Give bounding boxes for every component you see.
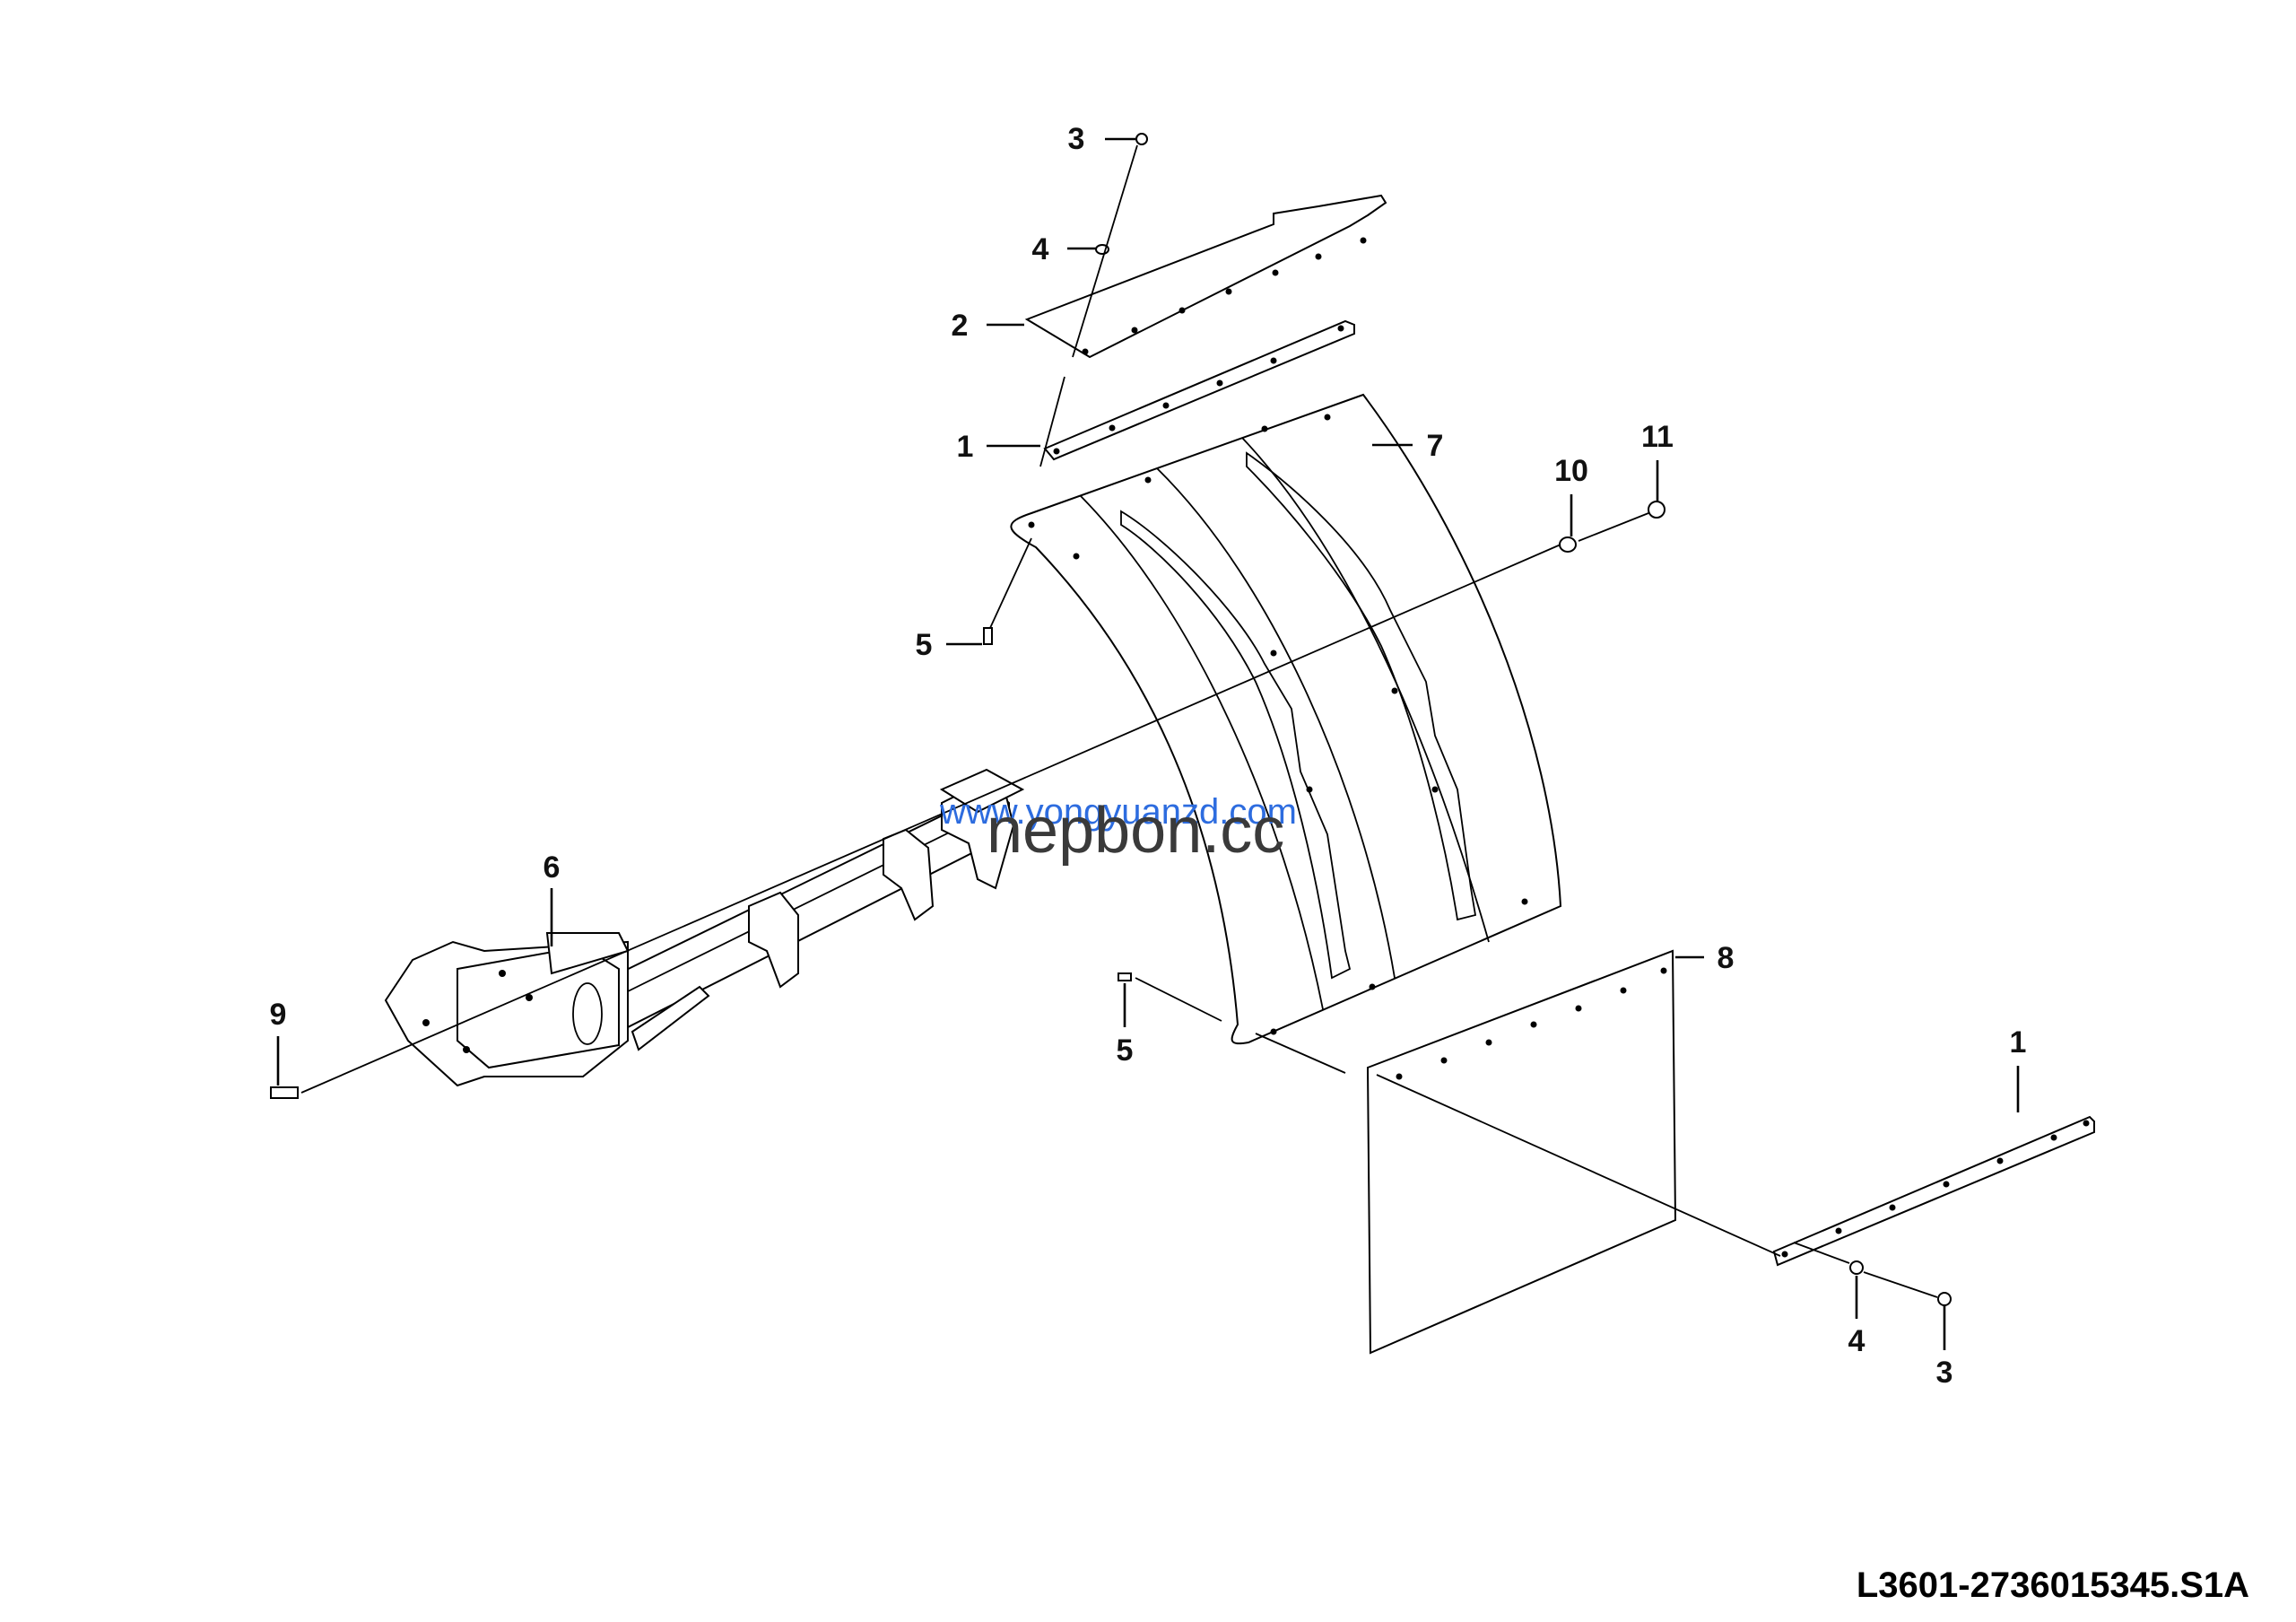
callout-3-top: 3 [1068, 122, 1085, 156]
top-plate [1024, 194, 1387, 359]
watermark-primary: nepbon.cc [987, 795, 1284, 867]
leader-lines [276, 137, 2020, 1350]
callout-9: 9 [270, 998, 287, 1032]
callout-labels: 3 4 2 1 7 10 11 5 6 9 8 5 1 4 3 [270, 122, 2027, 1390]
callout-6: 6 [544, 850, 561, 885]
callout-10: 10 [1554, 454, 1588, 488]
hardware [270, 133, 1952, 1306]
callout-11: 11 [1641, 420, 1674, 454]
callout-7: 7 [1427, 429, 1444, 463]
lower-strip [1772, 1115, 2095, 1267]
callout-4-top: 4 [1032, 232, 1049, 266]
callout-2: 2 [952, 309, 969, 343]
callout-5-upper: 5 [916, 628, 933, 662]
callout-3-lower: 3 [1936, 1356, 1953, 1390]
watermark-secondary: www.yongyuanzd.com [939, 792, 1297, 832]
callout-4-lower: 4 [1848, 1324, 1866, 1358]
callout-1-top: 1 [957, 430, 974, 464]
fender [1010, 393, 1562, 1045]
callout-8: 8 [1718, 941, 1735, 975]
drawing-code: L3601-2736015345.S1A [1857, 1565, 2249, 1605]
support-bracket [384, 768, 1025, 1087]
callout-1-lower: 1 [2010, 1025, 2027, 1060]
assembly-lines [300, 144, 1938, 1298]
callout-5-lower: 5 [1117, 1033, 1134, 1068]
upper-strip [1043, 319, 1355, 461]
mud-flap [1366, 949, 1677, 1355]
